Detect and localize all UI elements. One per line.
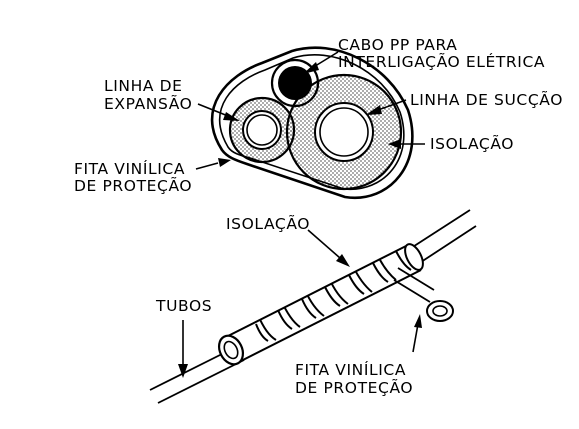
sleeve-edge-bottom bbox=[238, 269, 422, 363]
insulation-top-label: ISOLAÇÃO bbox=[430, 135, 515, 153]
loose-tape-end bbox=[393, 267, 454, 322]
tape-top-leader-arrow bbox=[195, 158, 231, 170]
cable-label-line2: INTERLIGAÇÃO ELÉTRICA bbox=[338, 53, 546, 71]
pipes-label: TUBOS bbox=[156, 297, 213, 315]
tape-top-label-line1: FITA VINÍLICA bbox=[74, 160, 186, 178]
pipe-right-upper bbox=[407, 209, 471, 251]
pipe-left-lower bbox=[157, 359, 245, 404]
insulation-sleeve bbox=[226, 245, 421, 362]
tape-bottom-label-line1: FITA VINÍLICA bbox=[295, 361, 407, 379]
tape-top-label-line2: DE PROTEÇÃO bbox=[74, 177, 193, 195]
pipes-leader-arrow bbox=[178, 320, 188, 378]
expansion-label-line2: EXPANSÃO bbox=[104, 95, 193, 113]
pipe-right-lower bbox=[417, 225, 477, 265]
expansion-label-line1: LINHA DE bbox=[104, 77, 183, 95]
expansion-leader-arrow bbox=[197, 103, 240, 121]
insulation-bottom-label: ISOLAÇÃO bbox=[226, 215, 311, 233]
suction-label: LINHA DE SUCÇÃO bbox=[410, 91, 564, 109]
insulation-top-leader-arrow bbox=[388, 139, 425, 149]
sleeve-end-right bbox=[404, 243, 424, 271]
tape-outer-wrap bbox=[210, 46, 414, 200]
cable-label-line1: CABO PP PARA bbox=[338, 36, 458, 54]
sleeve-end-left-inner bbox=[223, 340, 239, 360]
pipe-assembly bbox=[149, 209, 477, 404]
tape-bottom-label-line2: DE PROTEÇÃO bbox=[295, 379, 414, 397]
sleeve-edge-top bbox=[225, 244, 409, 338]
suction-leader-arrow bbox=[366, 99, 407, 115]
cable-leader-arrow bbox=[303, 51, 339, 74]
suction-line-bore bbox=[319, 107, 369, 157]
expansion-line-bore bbox=[246, 114, 278, 146]
cross-section bbox=[195, 46, 425, 200]
tape-bottom-leader-arrow bbox=[412, 314, 422, 353]
insulation-bottom-leader-arrow bbox=[307, 229, 350, 267]
